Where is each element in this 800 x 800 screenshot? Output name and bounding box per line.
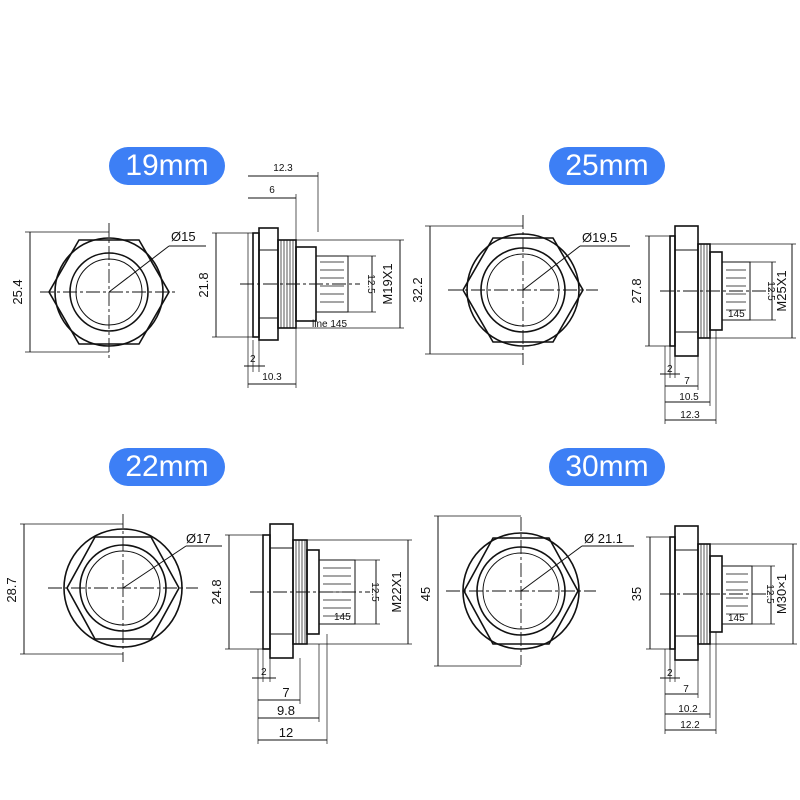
diameter-label-22mm: Ø17 bbox=[186, 531, 211, 546]
width-label-25mm: 32.2 bbox=[410, 277, 425, 302]
width-label-19mm: 25.4 bbox=[10, 279, 25, 304]
inner-height-25mm: 12.5 bbox=[765, 281, 776, 301]
wire-label-22mm: 145 bbox=[334, 612, 351, 623]
b1-label-25mm: 7 bbox=[684, 376, 690, 387]
front-view-30mm: Ø 21.1 45 bbox=[418, 515, 634, 667]
side-view-25mm: 27.8 12.5 M25X1 145 2 7 10.5 12.3 bbox=[629, 225, 796, 424]
size-badge-22mm: 22mm bbox=[109, 448, 225, 486]
thread-label-19mm: M19X1 bbox=[380, 263, 395, 304]
b2-label-22mm: 9.8 bbox=[277, 703, 295, 718]
inner-height-19mm: 12.5 bbox=[365, 274, 376, 294]
front-view-19mm: Ø15 25.4 bbox=[10, 223, 206, 361]
inner-height-30mm: 12.5 bbox=[764, 584, 775, 604]
flange-label-19mm: 2 bbox=[250, 354, 256, 365]
diameter-label-25mm: Ø19.5 bbox=[582, 230, 617, 245]
b3-label-25mm: 12.3 bbox=[680, 410, 700, 421]
height-label-30mm: 35 bbox=[629, 587, 644, 601]
b3-label-22mm: 12 bbox=[279, 725, 293, 740]
front-view-22mm: Ø17 28.7 bbox=[4, 514, 222, 662]
flange-label-25mm: 2 bbox=[667, 364, 673, 375]
thread-label-22mm: M22X1 bbox=[389, 571, 404, 612]
width-label-30mm: 45 bbox=[418, 587, 433, 601]
top-total-19mm: 12.3 bbox=[273, 163, 293, 174]
b3-label-30mm: 12.2 bbox=[680, 720, 700, 731]
size-badge-19mm: 19mm bbox=[109, 147, 225, 185]
inner-height-22mm: 12.5 bbox=[369, 582, 380, 602]
front-view-25mm: Ø19.5 32.2 bbox=[410, 215, 630, 365]
wire-label-25mm: 145 bbox=[728, 309, 745, 320]
b1-label-22mm: 7 bbox=[282, 685, 289, 700]
top-part-19mm: 6 bbox=[269, 185, 275, 196]
width-label-22mm: 28.7 bbox=[4, 577, 19, 602]
diameter-label-19mm: Ø15 bbox=[171, 229, 196, 244]
diameter-label-30mm: Ø 21.1 bbox=[584, 531, 623, 546]
height-label-22mm: 24.8 bbox=[209, 579, 224, 604]
b1-label-30mm: 7 bbox=[683, 684, 689, 695]
height-label-19mm: 21.8 bbox=[196, 272, 211, 297]
side-view-30mm: 35 12.5 M30×1 145 2 7 10.2 12.2 bbox=[629, 525, 797, 734]
thread-label-30mm: M30×1 bbox=[774, 574, 789, 614]
flange-label-22mm: 2 bbox=[261, 667, 267, 678]
height-label-25mm: 27.8 bbox=[629, 278, 644, 303]
side-view-22mm: 24.8 12.5 M22X1 145 2 7 9.8 12 bbox=[209, 523, 412, 744]
wire-label-30mm: 145 bbox=[728, 613, 745, 624]
thread-label-25mm: M25X1 bbox=[774, 270, 789, 311]
b2-label-25mm: 10.5 bbox=[679, 392, 699, 403]
size-badge-30mm: 30mm bbox=[549, 448, 665, 486]
wire-label-19mm: line 145 bbox=[312, 319, 347, 330]
flange-label-30mm: 2 bbox=[667, 668, 673, 679]
size-badge-25mm: 25mm bbox=[549, 147, 665, 185]
bottom-total-19mm: 10.3 bbox=[262, 372, 282, 383]
b2-label-30mm: 10.2 bbox=[678, 704, 698, 715]
side-view-19mm: 12.3 6 21.8 12.5 M19X1 line 145 2 10.3 bbox=[196, 163, 404, 388]
